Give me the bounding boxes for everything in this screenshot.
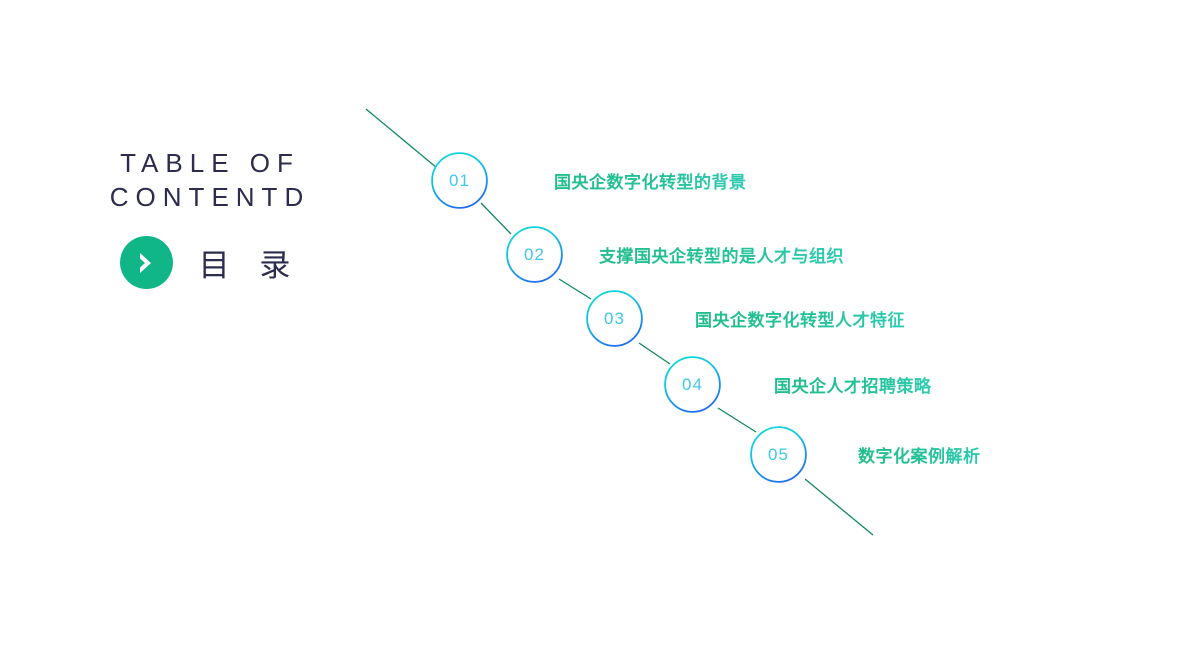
step-number: 01	[449, 170, 470, 190]
step-circle-02: 02	[506, 226, 563, 283]
step-label: 国央企人才招聘策略	[774, 372, 932, 397]
toc-step-01[interactable]: 01 国央企数字化转型的背景	[431, 152, 747, 209]
page-title-line1: TABLE OF	[120, 148, 300, 178]
line-segment-0	[365, 108, 438, 169]
step-number: 05	[768, 444, 789, 464]
step-circle-01: 01	[431, 152, 488, 209]
line-segment-5	[804, 478, 874, 536]
step-label: 支撑国央企转型的是人才与组织	[599, 242, 844, 267]
step-label: 数字化案例解析	[858, 442, 981, 467]
step-label: 国央企数字化转型的背景	[554, 168, 747, 193]
step-circle-05: 05	[750, 426, 807, 483]
subtitle-row: 目 录	[60, 236, 360, 289]
table-of-contents-heading: TABLE OF CONTENTD 目 录	[60, 146, 360, 289]
toc-step-02[interactable]: 02 支撑国央企转型的是人才与组织	[506, 226, 844, 283]
step-number: 03	[604, 308, 625, 328]
step-circle-04: 04	[664, 356, 721, 413]
page-title-line2: CONTENTD	[109, 182, 311, 212]
toc-step-05[interactable]: 05 数字化案例解析	[750, 426, 981, 483]
step-number: 04	[682, 374, 703, 394]
chevron-right-icon	[119, 236, 173, 289]
step-circle-03: 03	[586, 290, 643, 347]
page-title: TABLE OF CONTENTD	[60, 146, 360, 214]
subtitle-text: 目 录	[198, 248, 301, 284]
toc-step-04[interactable]: 04 国央企人才招聘策略	[664, 356, 932, 413]
step-label: 国央企数字化转型人才特征	[695, 306, 905, 331]
toc-step-03[interactable]: 03 国央企数字化转型人才特征	[586, 290, 905, 347]
step-number: 02	[524, 244, 545, 264]
